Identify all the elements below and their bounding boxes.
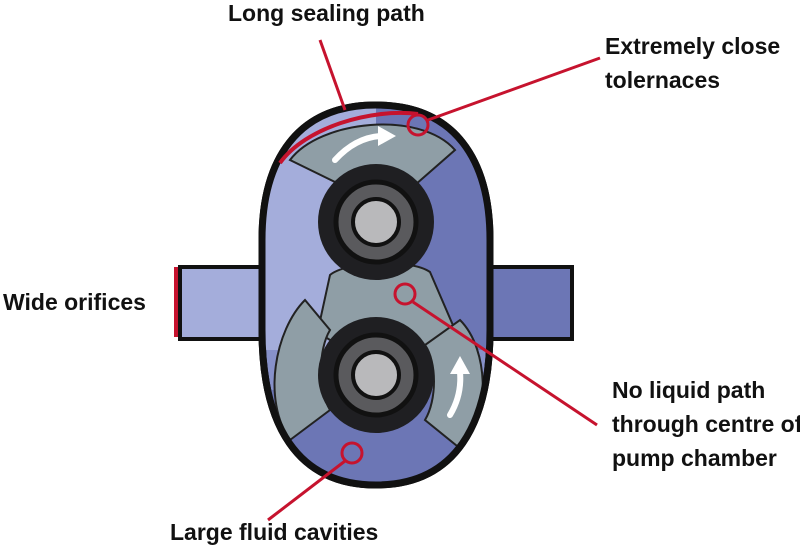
- lower-hub: [318, 317, 434, 433]
- close-tolerance-leader: [427, 56, 601, 122]
- housing-outline: [258, 101, 494, 489]
- labels: Long sealing path Extremely close tolern…: [3, 0, 800, 545]
- label-large-fluid-cavities: Large fluid cavities: [170, 519, 378, 545]
- upper-shaft: [351, 197, 401, 247]
- no-liquid-path-marker: [393, 282, 417, 306]
- upper-hub: [318, 164, 434, 280]
- top-rotation-arrowhead: [378, 126, 396, 146]
- label-no-liquid-path-line3: pump chamber: [612, 445, 777, 471]
- rotation-arrows: [332, 126, 470, 418]
- sealing-path-arc: [278, 111, 419, 165]
- label-wide-orifices: Wide orifices: [3, 289, 146, 315]
- right-rotation-arrow: [447, 369, 464, 418]
- fluid-cavity-leader: [267, 459, 346, 522]
- label-no-liquid-path-line1: No liquid path: [612, 377, 765, 403]
- label-close-tolerances-line2: tolernaces: [605, 67, 720, 93]
- close-tolerance-marker: [406, 113, 430, 137]
- label-no-liquid-path-line2: through centre of: [612, 411, 800, 437]
- right-rotation-arrowhead: [450, 356, 470, 374]
- top-rotation-arrow: [332, 133, 383, 163]
- sealing-path-leader: [318, 39, 347, 111]
- label-close-tolerances-line1: Extremely close: [605, 33, 780, 59]
- lower-shaft: [351, 350, 401, 400]
- fluid-cavity-marker: [340, 441, 364, 465]
- callouts: [174, 39, 601, 522]
- no-liquid-path-leader: [412, 300, 598, 427]
- label-long-sealing-path: Long sealing path: [228, 0, 425, 26]
